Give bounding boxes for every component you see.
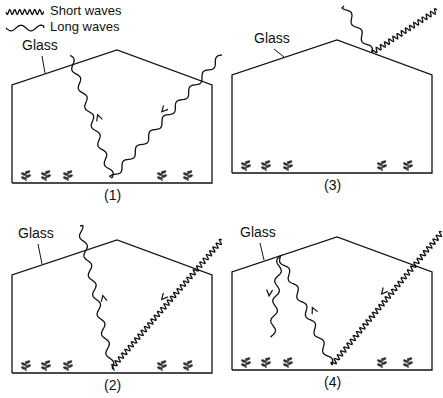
long-wave <box>6 25 44 31</box>
long-wave <box>342 6 372 53</box>
leader-line <box>274 49 284 57</box>
plant-icon <box>63 170 74 181</box>
short-wave <box>6 10 44 15</box>
leader-line <box>42 56 45 73</box>
plant-icon <box>21 170 32 181</box>
panel-number: (1) <box>104 188 121 203</box>
greenhouse-outline <box>12 50 212 183</box>
long-wave <box>271 256 282 337</box>
greenhouse <box>12 225 222 373</box>
leader-line <box>260 243 264 260</box>
plant-icon <box>377 357 388 368</box>
plant-icon <box>21 360 32 371</box>
greenhouse-outline <box>232 40 432 173</box>
short-wave <box>112 239 222 369</box>
greenhouse <box>232 6 437 173</box>
plant-icon <box>183 360 194 371</box>
greenhouse <box>232 231 442 370</box>
part-label: Glass <box>18 226 54 241</box>
direction-arrow <box>101 295 107 302</box>
plant-icon <box>63 360 74 371</box>
panel-number: (4) <box>324 375 341 390</box>
plant-icon <box>41 170 52 181</box>
long-wave <box>280 256 333 365</box>
plant-icon <box>41 360 52 371</box>
short-wave <box>331 231 442 365</box>
long-wave <box>80 225 114 368</box>
plant-icon <box>261 357 272 368</box>
direction-arrow <box>312 307 317 314</box>
long-wave <box>70 56 113 178</box>
legend-text: Long waves <box>50 20 119 34</box>
greenhouse <box>12 50 222 183</box>
plant-icon <box>183 170 194 181</box>
plant-icon <box>283 160 294 171</box>
plant-icon <box>283 357 294 368</box>
plant-icon <box>241 357 252 368</box>
plant-icon <box>261 160 272 171</box>
leader-line <box>38 244 42 264</box>
direction-arrow <box>162 293 168 300</box>
plant-icon <box>403 160 414 171</box>
plant-icon <box>241 160 252 171</box>
part-label: Glass <box>254 31 290 46</box>
panel-number: (3) <box>324 178 341 193</box>
direction-arrow <box>267 290 273 296</box>
direction-arrow <box>162 105 168 111</box>
plant-icon <box>377 160 388 171</box>
plant-icon <box>157 170 168 181</box>
part-label: Glass <box>22 38 58 53</box>
part-label: Glass <box>240 225 276 240</box>
short-wave <box>372 9 437 53</box>
legend-text: Short waves <box>50 4 122 18</box>
panel-number: (2) <box>104 378 121 393</box>
plant-icon <box>157 360 168 371</box>
greenhouse-outline <box>12 240 212 373</box>
plant-icon <box>403 357 414 368</box>
long-wave <box>110 55 222 178</box>
direction-arrow <box>382 288 388 295</box>
greenhouse-outline <box>232 237 432 370</box>
legend-samples <box>6 10 44 31</box>
direction-arrow <box>97 115 103 122</box>
